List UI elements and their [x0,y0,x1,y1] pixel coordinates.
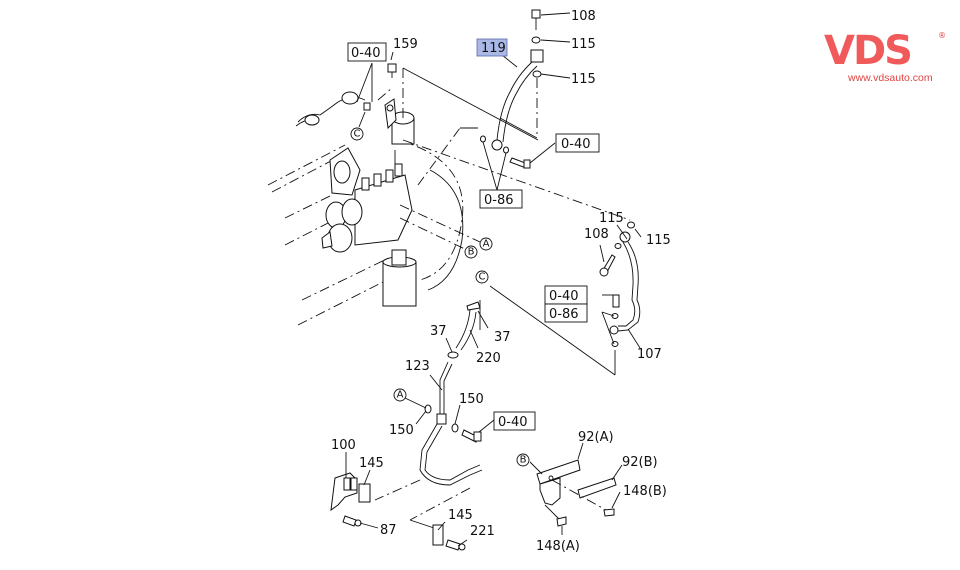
ref-box-label: 0-40 [549,289,579,304]
connector-c[interactable]: C [475,270,489,284]
part-label-221[interactable]: 221 [470,524,495,539]
part-label-115[interactable]: 115 [599,211,624,226]
part-label-92a[interactable]: 92(A) [578,430,614,445]
leader-lines [345,12,642,547]
connector-label: B [520,455,527,466]
bracket-100-drawing [330,472,466,551]
part-label-37[interactable]: 37 [494,330,511,345]
ref-box-0-40[interactable]: 0-40 [493,411,536,431]
ref-box-0-40[interactable]: 0-40 [544,285,588,305]
logo-registered-mark: ® [938,31,946,40]
ref-box-0-40[interactable]: 0-40 [555,133,600,153]
connector-a[interactable]: A [479,237,493,251]
part-label-148a[interactable]: 148(A) [536,539,580,554]
pipe-107-drawing [489,221,641,376]
ref-box-label: 0-40 [498,415,528,430]
pipe-123-drawing [374,301,483,531]
connector-a[interactable]: A [393,388,407,402]
part-label-159[interactable]: 159 [393,37,418,52]
pipe-119-drawing [480,9,544,169]
connector-label: C [479,272,486,283]
part-label-100[interactable]: 100 [331,438,356,453]
engine-assembly-drawing [267,63,631,326]
part-label-92b[interactable]: 92(B) [622,455,658,470]
part-label-115[interactable]: 115 [571,37,596,52]
vds-logo: VDS ® www.vdsauto.com [824,28,946,84]
ref-box-0-86[interactable]: 0-86 [544,303,588,323]
part-label-107[interactable]: 107 [637,347,662,362]
ref-box-label: 0-40 [561,137,591,152]
part-label-119[interactable]: 119 [481,41,506,56]
part-label-119-highlighted[interactable]: 119 [476,38,508,57]
connector-label: C [354,129,361,140]
ref-box-label: 0-86 [484,193,514,208]
connector-c[interactable]: C [350,127,364,141]
part-label-145[interactable]: 145 [359,456,384,471]
connector-label: A [397,390,404,401]
part-label-108[interactable]: 108 [571,9,596,24]
bracket-92-drawing [536,459,617,527]
logo-brand: VDS [824,28,911,74]
part-label-37[interactable]: 37 [430,324,447,339]
connector-b[interactable]: B [464,245,478,259]
highlight-box [476,38,508,57]
part-label-220[interactable]: 220 [476,351,501,366]
ref-box-label: 0-40 [351,46,381,61]
part-label-108[interactable]: 108 [584,227,609,242]
ref-box-0-40[interactable]: 0-40 [347,42,387,62]
part-label-87[interactable]: 87 [380,523,397,538]
connector-label: A [483,239,490,250]
part-label-123[interactable]: 123 [405,359,430,374]
ref-box-label: 0-86 [549,307,579,322]
logo-url[interactable]: www.vdsauto.com [847,72,933,84]
part-label-115[interactable]: 115 [571,72,596,87]
part-label-148b[interactable]: 148(B) [623,484,667,499]
connector-b[interactable]: B [516,453,530,467]
ref-box-0-86[interactable]: 0-86 [479,189,523,209]
part-label-145[interactable]: 145 [448,508,473,523]
connector-label: B [468,247,475,258]
part-label-115[interactable]: 115 [646,233,671,248]
part-label-150[interactable]: 150 [389,423,414,438]
part-label-150[interactable]: 150 [459,392,484,407]
